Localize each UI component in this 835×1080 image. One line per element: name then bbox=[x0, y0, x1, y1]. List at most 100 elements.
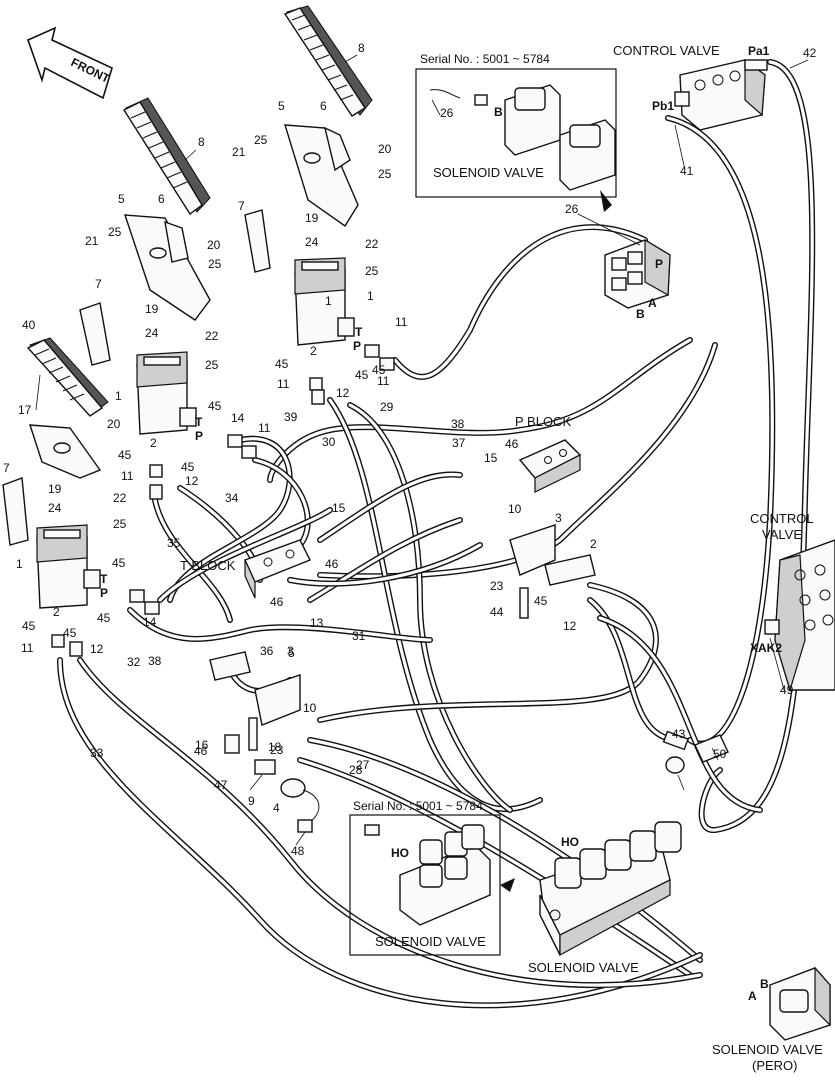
pedal-valve-left bbox=[136, 351, 197, 435]
fitting-inset-top bbox=[474, 94, 488, 106]
port-label: P bbox=[655, 257, 663, 271]
part-number: 20 bbox=[207, 238, 221, 252]
heading-control-valve-right-1: CONTROL bbox=[750, 511, 814, 526]
part-number: 33 bbox=[90, 746, 104, 760]
part-number: 39 bbox=[284, 410, 298, 424]
port-label: P bbox=[195, 429, 203, 443]
port-label: Pb1 bbox=[652, 99, 674, 113]
part-number: 20 bbox=[378, 142, 392, 156]
part-number: 44 bbox=[490, 605, 504, 619]
part-number: 19 bbox=[145, 302, 159, 316]
part-number: 6 bbox=[320, 99, 327, 113]
heading-solenoid-valve-pero-1: SOLENOID VALVE bbox=[712, 1042, 823, 1057]
part-number: 37 bbox=[452, 436, 466, 450]
part-number: 10 bbox=[508, 502, 522, 516]
inset-bottom-serial: Serial No. : 5001 ~ 5784 bbox=[353, 799, 483, 813]
heading-t-block: T BLOCK bbox=[180, 558, 236, 573]
port-label: T bbox=[100, 572, 108, 586]
part-number: 12 bbox=[90, 642, 104, 656]
inset-bottom: Serial No. : 5001 ~ 5784 SOLENOID VALVE bbox=[349, 799, 515, 956]
part-number: 45 bbox=[181, 460, 195, 474]
part-number: 6 bbox=[158, 192, 165, 206]
part-number: 25 bbox=[365, 264, 379, 278]
part-numbers: 1 1 1 1 2 2 2 2 3 3 4 5 5 5 6 6 7 7 7 8 … bbox=[3, 41, 817, 858]
part-number: 35 bbox=[167, 536, 181, 550]
pedal-plate-left bbox=[124, 214, 211, 321]
fitting-43 bbox=[662, 730, 689, 751]
part-number: 46 bbox=[270, 595, 284, 609]
part-number: 15 bbox=[484, 451, 498, 465]
inset-top-caption: SOLENOID VALVE bbox=[433, 165, 544, 180]
pedal-40 bbox=[26, 337, 109, 417]
part-number: 26 bbox=[565, 202, 579, 216]
heading-p-block: P BLOCK bbox=[515, 414, 571, 429]
part-number: 15 bbox=[332, 501, 346, 515]
part-number: 24 bbox=[305, 235, 319, 249]
port-labels: Pa1 Pb1 T P T P T P A B B A B HO HO XAK2… bbox=[100, 44, 782, 1003]
port-label: XAK2 bbox=[750, 641, 782, 655]
port-label: P bbox=[100, 586, 108, 600]
solenoid-valve-top bbox=[604, 238, 671, 309]
part-number: 5 bbox=[288, 646, 295, 660]
part-number: 49 bbox=[780, 683, 794, 697]
port-label: T bbox=[355, 325, 363, 339]
part-number: 12 bbox=[563, 619, 577, 633]
part-number: 46 bbox=[325, 557, 339, 571]
block-49 bbox=[665, 734, 729, 774]
part-number: 45 bbox=[22, 619, 36, 633]
part-number: 11 bbox=[395, 315, 408, 329]
inset-bottom-caption: SOLENOID VALVE bbox=[375, 934, 486, 949]
part-number: 23 bbox=[490, 579, 504, 593]
part-number: 11 bbox=[121, 469, 134, 483]
part-number: 45 bbox=[372, 363, 386, 377]
part-number: 7 bbox=[95, 277, 102, 291]
part-number: 7 bbox=[3, 461, 10, 475]
part-number: 4 bbox=[273, 801, 280, 815]
t-block bbox=[244, 539, 311, 599]
part-number: 45 bbox=[112, 556, 126, 570]
part-number: 1 bbox=[367, 289, 374, 303]
part-number: 38 bbox=[451, 417, 465, 431]
part-number: 5 bbox=[118, 192, 125, 206]
part-number: 2 bbox=[310, 344, 317, 358]
part-number: 1 bbox=[325, 294, 332, 308]
part-number: 45 bbox=[208, 399, 222, 413]
hole bbox=[149, 247, 167, 259]
part-number: 20 bbox=[107, 417, 121, 431]
part-number: 17 bbox=[18, 403, 32, 417]
leader-lines bbox=[35, 54, 809, 846]
part-number: 42 bbox=[803, 46, 817, 60]
port-label: B bbox=[494, 105, 503, 119]
part-number: 45 bbox=[534, 594, 548, 608]
part-number: 31 bbox=[352, 629, 366, 643]
part-number: 22 bbox=[113, 491, 127, 505]
part-number: 45 bbox=[63, 626, 77, 640]
part-number: 45 bbox=[275, 357, 289, 371]
part-number: 19 bbox=[48, 482, 62, 496]
part-number: 48 bbox=[291, 844, 305, 858]
part-number: 18 bbox=[268, 740, 282, 754]
port-label: B bbox=[760, 977, 769, 991]
part-number: 11 bbox=[21, 641, 34, 655]
pedal-valve-right bbox=[294, 257, 355, 346]
part-number: 11 bbox=[277, 377, 290, 391]
solenoid-valve-pero bbox=[769, 966, 831, 1041]
part-number: 8 bbox=[198, 135, 205, 149]
part-number: 3 bbox=[287, 644, 294, 658]
hose-layer bbox=[57, 59, 816, 1009]
inset-top-serial: Serial No. : 5001 ~ 5784 bbox=[420, 52, 550, 66]
part-number: 25 bbox=[205, 358, 219, 372]
solenoid-valve-bottom bbox=[539, 821, 682, 957]
part-number: 25 bbox=[254, 133, 268, 147]
port-label: P bbox=[353, 339, 361, 353]
part-number: 2 bbox=[150, 436, 157, 450]
heading-control-valve-right-2: VALVE bbox=[762, 527, 802, 542]
part-number: 26 bbox=[440, 106, 454, 120]
bolt-18 bbox=[248, 717, 258, 751]
handle-7-bottom bbox=[2, 477, 29, 546]
bracket-6-left bbox=[164, 220, 189, 263]
part-number: 5 bbox=[278, 99, 285, 113]
part-number: 47 bbox=[214, 778, 228, 792]
port-label: HO bbox=[561, 835, 579, 849]
